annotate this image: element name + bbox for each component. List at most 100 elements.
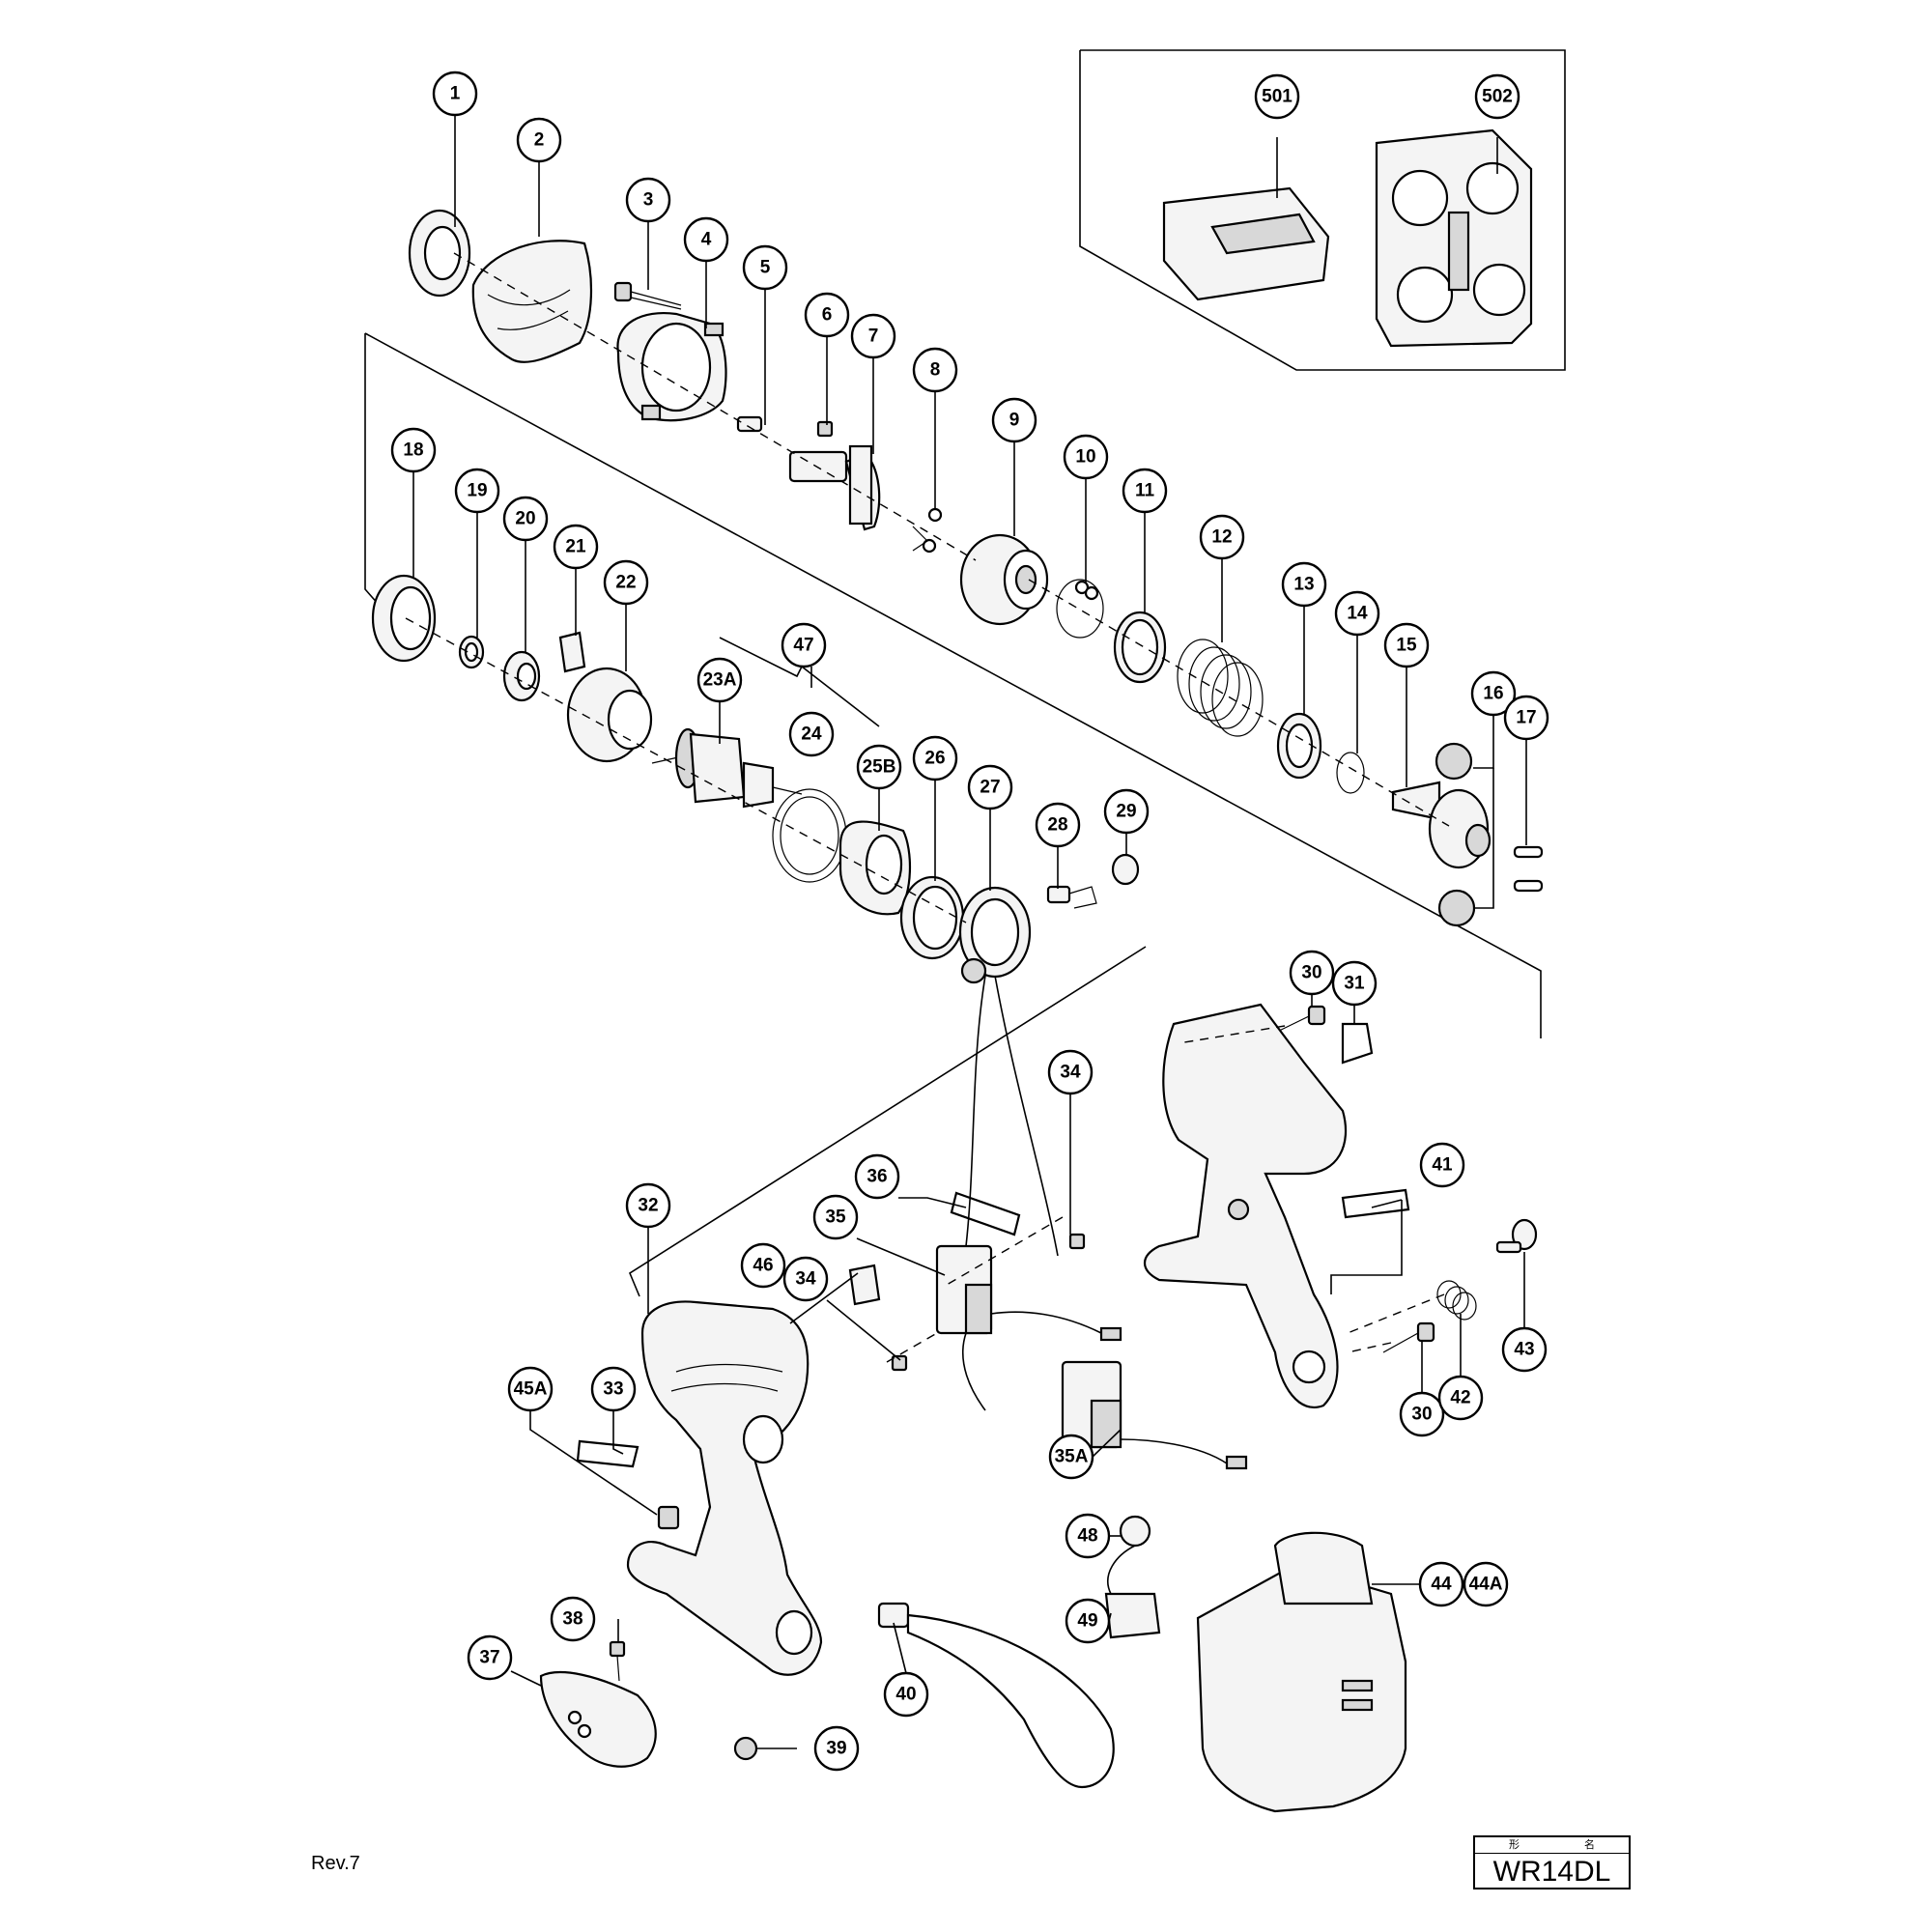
assembly-frame-lower — [629, 946, 1147, 1297]
svg-text:34: 34 — [795, 1269, 816, 1290]
svg-text:30: 30 — [1301, 963, 1321, 983]
svg-text:5: 5 — [760, 258, 771, 278]
callout-24: 24 — [788, 711, 835, 757]
svg-text:28: 28 — [1047, 815, 1067, 836]
model-box-header: 形 名 — [1475, 1837, 1629, 1854]
part-planet-gears — [1435, 742, 1476, 927]
callout-34-lower: 34 — [782, 1256, 829, 1302]
callout-37: 37 — [467, 1634, 513, 1681]
part-switch — [935, 1244, 1122, 1411]
part-brush-cap — [1111, 853, 1140, 886]
part-washer-11 — [1113, 611, 1167, 684]
callout-13: 13 — [1281, 561, 1327, 608]
callout-2: 2 — [516, 117, 562, 163]
svg-text:49: 49 — [1077, 1611, 1097, 1632]
part-housing-right — [1143, 1003, 1348, 1408]
svg-text:34: 34 — [1060, 1063, 1081, 1083]
callout-35A: 35A — [1048, 1434, 1094, 1480]
part-ball-bearing — [502, 650, 541, 702]
part-magnet-ring — [772, 788, 847, 883]
svg-text:10: 10 — [1075, 447, 1095, 468]
svg-text:3: 3 — [643, 190, 654, 211]
callout-44: 44 — [1418, 1561, 1464, 1607]
part-internal-gear — [371, 574, 437, 663]
model-name: WR14DL — [1492, 1856, 1611, 1888]
svg-text:18: 18 — [403, 440, 423, 461]
svg-text:11: 11 — [1135, 481, 1155, 501]
part-brush-holder — [958, 886, 1032, 984]
part-washer-13 — [1276, 712, 1322, 780]
svg-text:2: 2 — [534, 130, 545, 151]
svg-text:8: 8 — [930, 360, 941, 381]
motor-wire-a — [965, 975, 986, 1247]
part-armature — [651, 727, 803, 809]
part-carbon-brush — [1046, 885, 1097, 909]
callout-3: 3 — [625, 177, 671, 223]
callout-25B: 25B — [856, 744, 902, 790]
callout-30-upper: 30 — [1289, 950, 1335, 996]
svg-text:14: 14 — [1347, 604, 1368, 624]
callout-40: 40 — [883, 1671, 929, 1718]
callout-7: 7 — [850, 313, 896, 359]
svg-text:19: 19 — [467, 481, 487, 501]
callout-45A: 45A — [507, 1366, 554, 1412]
callout-36: 36 — [854, 1153, 900, 1200]
callout-31: 31 — [1331, 960, 1378, 1007]
part-label-33 — [576, 1439, 639, 1468]
leader-lines — [412, 115, 1527, 1749]
part-balls-ring — [1056, 579, 1104, 639]
svg-text:39: 39 — [826, 1739, 846, 1759]
callout-34-upper: 34 — [1047, 1049, 1094, 1095]
svg-text:48: 48 — [1077, 1526, 1097, 1547]
callout-48: 48 — [1065, 1513, 1111, 1559]
part-brush-holder-ring — [899, 875, 965, 960]
part-screw-30-lower — [1382, 1321, 1435, 1353]
part-screw-38 — [609, 1640, 626, 1682]
callout-33: 33 — [590, 1366, 637, 1412]
callout-44A: 44A — [1463, 1561, 1509, 1607]
callout-42: 42 — [1437, 1375, 1484, 1421]
svg-text:20: 20 — [515, 509, 535, 529]
svg-text:29: 29 — [1116, 802, 1136, 822]
part-forward-reverse-button — [657, 1505, 680, 1530]
svg-text:502: 502 — [1482, 87, 1513, 107]
revision-label: Rev.7 — [311, 1853, 360, 1874]
callout-22: 22 — [603, 559, 649, 606]
callout-4: 4 — [683, 216, 729, 263]
part-pins-17 — [1513, 845, 1544, 893]
part-front-cap — [408, 209, 471, 298]
part-spring-42 — [1436, 1280, 1477, 1321]
svg-text:12: 12 — [1211, 527, 1232, 548]
callout-49: 49 — [1065, 1598, 1111, 1644]
part-housing-left — [626, 1300, 823, 1676]
callout-35: 35 — [812, 1194, 859, 1240]
svg-text:26: 26 — [924, 749, 945, 769]
svg-text:47: 47 — [793, 636, 813, 656]
svg-text:9: 9 — [1009, 411, 1020, 431]
model-title-box: 形 名 WR14DL — [1473, 1835, 1631, 1889]
callout-15: 15 — [1383, 622, 1430, 668]
part-screw-34-a — [1068, 1233, 1086, 1250]
part-retaining-ring — [1336, 752, 1365, 794]
svg-text:15: 15 — [1396, 636, 1417, 656]
part-plate-36 — [950, 1191, 1021, 1236]
callout-30-lower: 30 — [1399, 1391, 1445, 1437]
callout-12: 12 — [1199, 514, 1245, 560]
part-label-41 — [1341, 1188, 1410, 1219]
callout-29: 29 — [1103, 788, 1150, 835]
svg-text:35: 35 — [825, 1208, 846, 1228]
svg-text:40: 40 — [895, 1685, 916, 1705]
part-switch-alt — [1061, 1360, 1248, 1470]
part-stator — [838, 820, 911, 916]
svg-text:45A: 45A — [514, 1379, 548, 1400]
part-pin-5 — [736, 415, 763, 433]
svg-text:22: 22 — [615, 573, 636, 593]
svg-text:46: 46 — [753, 1256, 773, 1276]
part-charger — [1162, 186, 1330, 301]
svg-text:31: 31 — [1344, 974, 1365, 994]
motor-wire-b — [994, 975, 1059, 1257]
svg-text:41: 41 — [1432, 1155, 1453, 1176]
callouts: 1 2 3 4 5 6 7 8 9 10 11 12 13 14 15 16 1… — [390, 71, 1549, 1772]
part-washer-19 — [458, 635, 485, 669]
